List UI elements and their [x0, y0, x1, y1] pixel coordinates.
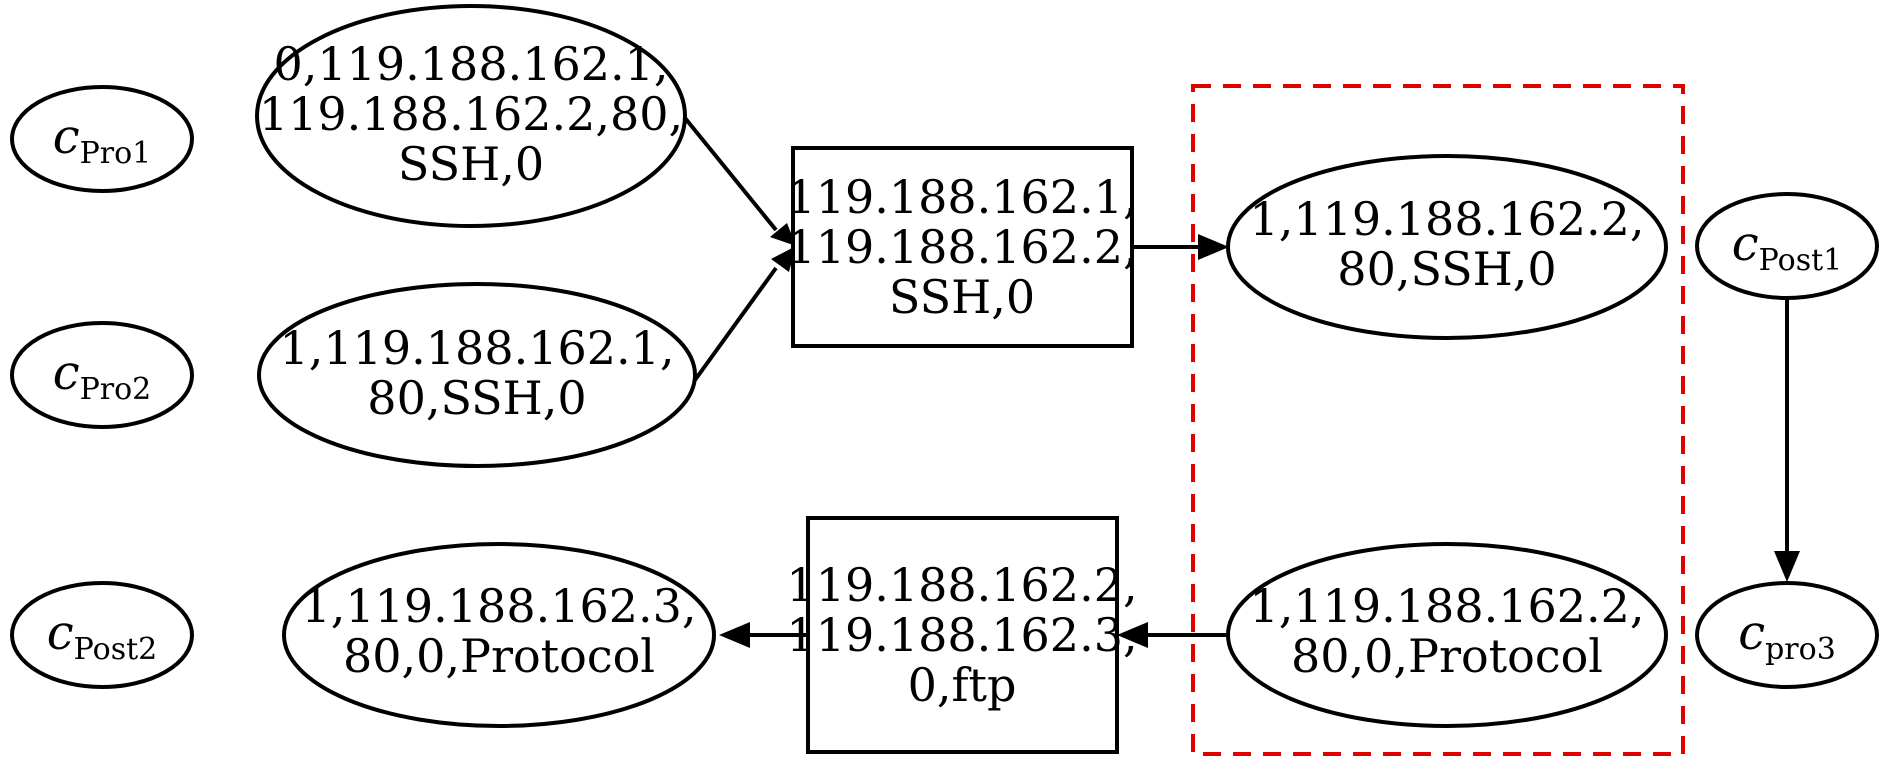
arrowhead-transition-bottom [1117, 622, 1148, 648]
transition-top-line-3: SSH,0 [889, 270, 1035, 324]
svg-text:cPost2: cPost2 [47, 605, 157, 667]
state-node-pro1: 0,119.188.162.1, 119.188.162.2,80, SSH,0 [255, 4, 687, 228]
arrowhead-post2 [719, 622, 750, 648]
svg-text:cPost1: cPost1 [1732, 216, 1842, 278]
label-node-pro3: cpro3 [1695, 581, 1879, 689]
label-pro3-sub: pro3 [1765, 632, 1836, 667]
arrowhead-pro2 [771, 246, 796, 272]
transition-top-line-2: 119.188.162.2, [786, 220, 1137, 274]
state-node-pro3: 1,119.188.162.2, 80,0,Protocol [1226, 542, 1668, 728]
state-post1-line-1: 1,119.188.162.2, [1249, 192, 1644, 246]
transition-bottom-line-3: 0,ftp [908, 658, 1017, 712]
transition-node-bottom: 119.188.162.2, 119.188.162.3, 0,ftp [786, 516, 1138, 754]
arrowhead-pro1 [770, 223, 796, 246]
state-post2-line-2: 80,0,Protocol [343, 629, 655, 683]
svg-text:cPro2: cPro2 [53, 345, 152, 407]
arrowhead-post1 [1198, 234, 1229, 260]
transition-bottom-line-2: 119.188.162.3, [786, 608, 1137, 662]
state-pro2-line-1: 1,119.188.162.1, [279, 321, 674, 375]
state-post2-line-1: 1,119.188.162.3, [301, 579, 696, 633]
state-pro1-line-2: 119.188.162.2,80, [259, 87, 683, 141]
arrowhead-cpro3 [1774, 551, 1800, 582]
label-pro1-main: c [53, 109, 80, 165]
svg-text:cPro1: cPro1 [53, 109, 152, 171]
state-post1-line-2: 80,SSH,0 [1337, 242, 1556, 296]
state-node-post1: 1,119.188.162.2, 80,SSH,0 [1226, 154, 1668, 340]
label-node-pro2: cPro2 [10, 321, 194, 429]
state-pro1-line-1: 0,119.188.162.1, [273, 37, 668, 91]
state-pro2-line-2: 80,SSH,0 [367, 371, 586, 425]
edge-pro1-to-transition-top [683, 116, 778, 232]
state-pro3-line-2: 80,0,Protocol [1291, 629, 1603, 683]
transition-node-top: 119.188.162.1, 119.188.162.2, SSH,0 [786, 146, 1138, 348]
edges [683, 116, 1800, 648]
label-post1-sub: Post1 [1759, 243, 1843, 278]
state-node-post2: 1,119.188.162.3, 80,0,Protocol [282, 542, 716, 728]
state-pro1-line-3: SSH,0 [398, 137, 544, 191]
label-post2-sub: Post2 [74, 632, 158, 667]
label-pro2-main: c [53, 345, 80, 401]
label-pro2-sub: Pro2 [80, 372, 152, 407]
transition-bottom-line-1: 119.188.162.2, [786, 558, 1137, 612]
label-node-post1: cPost1 [1695, 192, 1879, 300]
label-node-post2: cPost2 [10, 581, 194, 689]
highlight-region [1191, 84, 1685, 756]
label-pro3-main: c [1738, 605, 1765, 661]
label-post2-main: c [47, 605, 74, 661]
transition-top-line-1: 119.188.162.1, [786, 170, 1137, 224]
edge-pro2-to-transition-top [693, 266, 778, 382]
state-pro3-line-1: 1,119.188.162.2, [1249, 579, 1644, 633]
state-node-pro2: 1,119.188.162.1, 80,SSH,0 [257, 282, 697, 468]
label-pro1-sub: Pro1 [80, 136, 152, 171]
label-node-pro1: cPro1 [10, 85, 194, 193]
label-post1-main: c [1732, 216, 1759, 272]
svg-text:cpro3: cpro3 [1738, 605, 1836, 667]
